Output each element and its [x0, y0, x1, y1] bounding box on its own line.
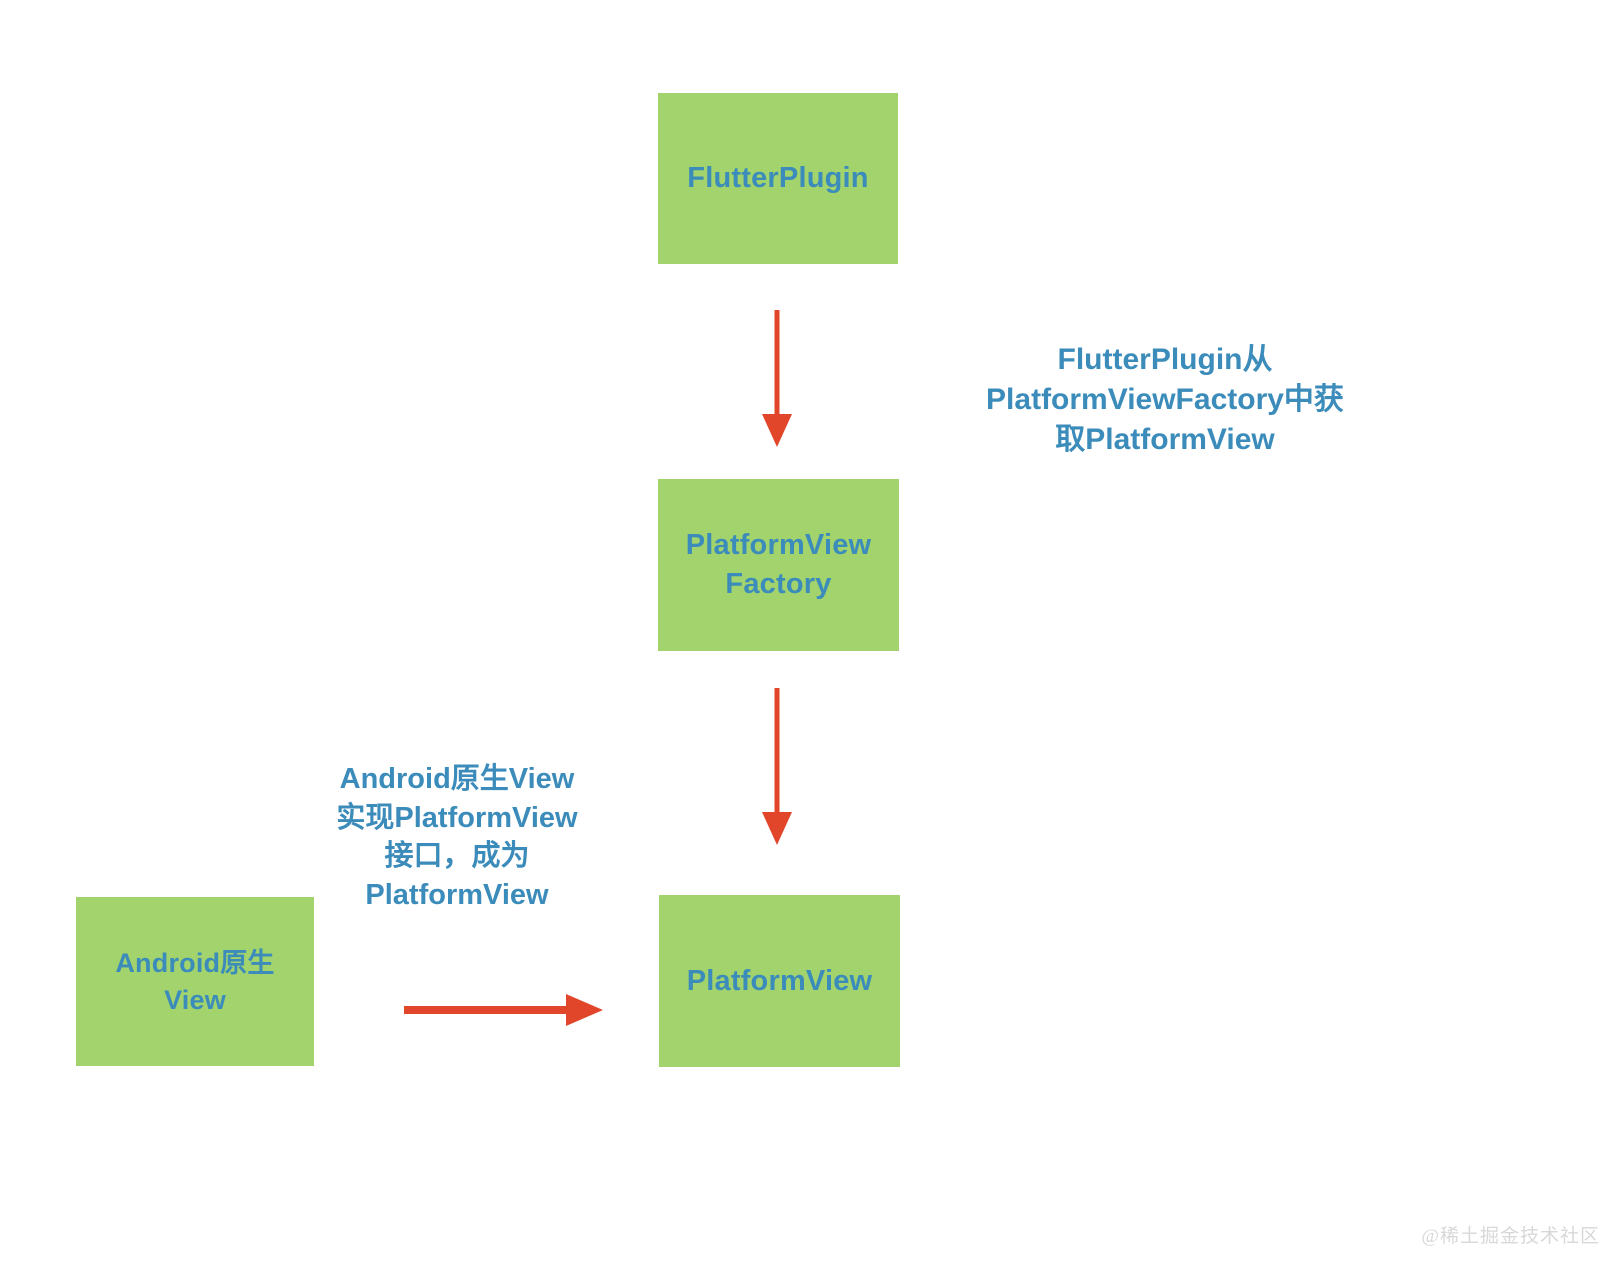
node-platformviewfactory[interactable]: PlatformView Factory: [658, 479, 899, 651]
node-platformview-label: PlatformView: [686, 964, 873, 997]
node-android-native-view[interactable]: Android原生 View: [76, 897, 314, 1066]
node-flutterplugin-label: FlutterPlugin: [687, 162, 869, 195]
annotation-flutterplugin-gets-platformview: FlutterPlugin从 PlatformViewFactory中获 取Pl…: [986, 343, 1344, 456]
node-android-native-view-label: Android原生 View: [115, 948, 275, 1015]
node-platformviewfactory-label: PlatformView Factory: [685, 529, 872, 600]
node-platformview[interactable]: PlatformView: [659, 895, 900, 1067]
watermark: @稀土掘金技术社区: [1421, 1226, 1600, 1247]
arrow-down-icon-factory-to-view: [762, 688, 792, 845]
arrow-down-icon-plugin-to-factory: [762, 310, 792, 447]
annotation-native-view-implements-platformview: Android原生View 实现PlatformView 接口，成为 Platf…: [336, 763, 578, 911]
arrow-right-icon-native-to-view: [404, 994, 603, 1026]
node-flutterplugin[interactable]: FlutterPlugin: [658, 93, 898, 264]
